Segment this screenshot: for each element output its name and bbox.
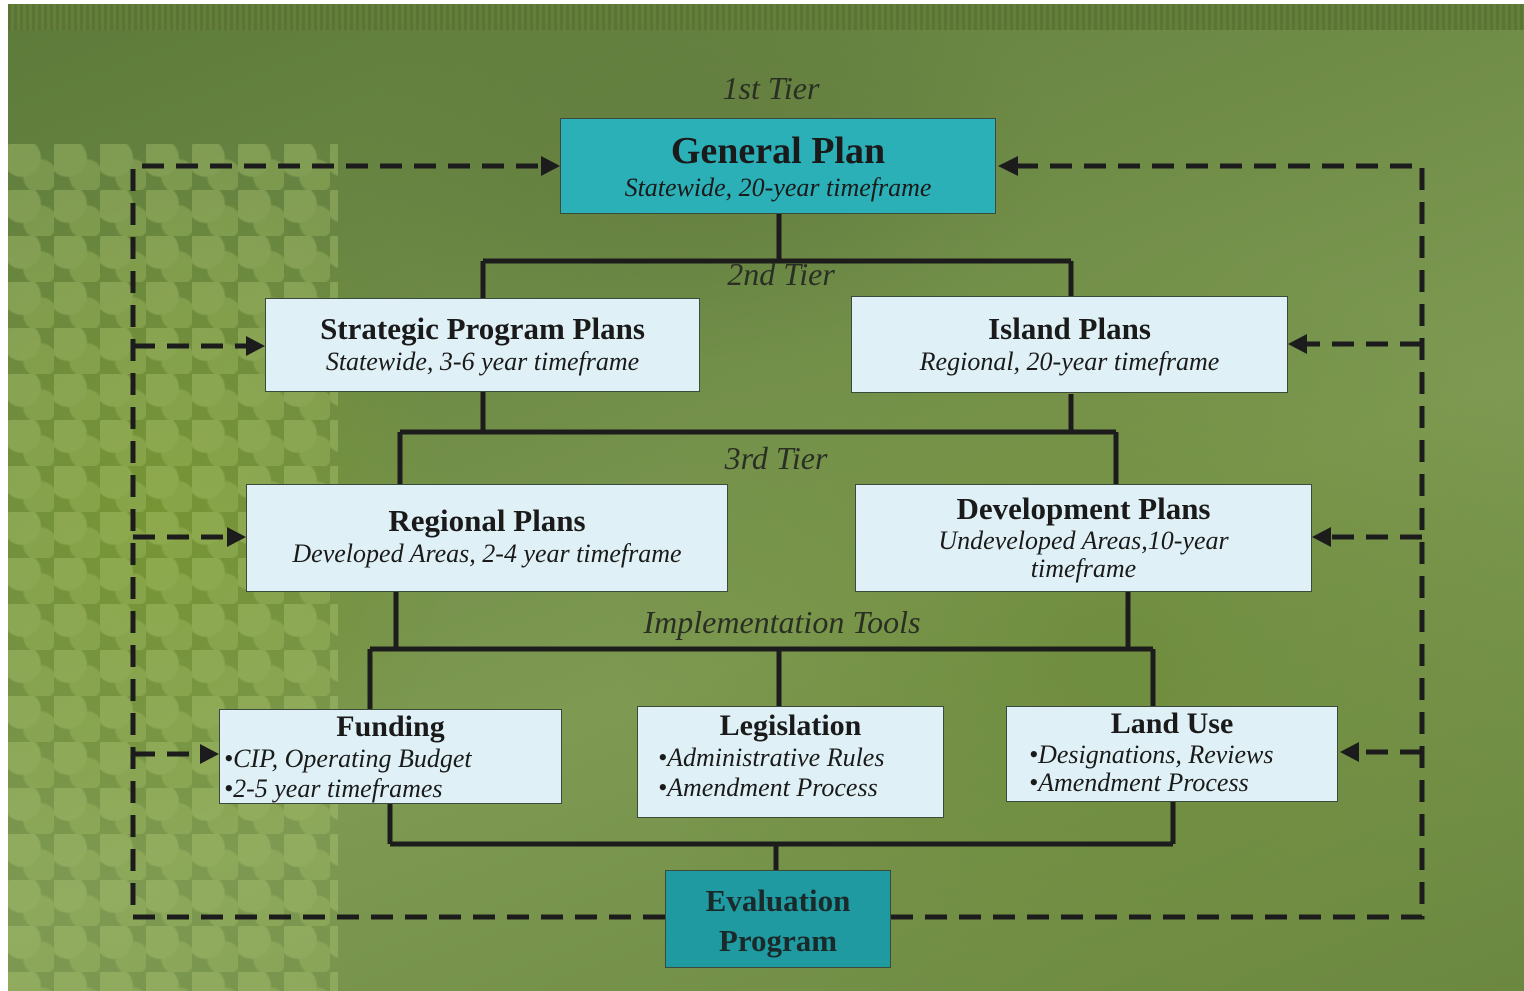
tier-label-tools: Implementation Tools — [643, 604, 921, 640]
funding-bullet-1: •CIP, Operating Budget — [224, 744, 472, 773]
development-plans-title: Development Plans — [956, 491, 1211, 526]
legislation-bullet-1: •Administrative Rules — [658, 743, 885, 772]
regional-plans-title: Regional Plans — [388, 503, 586, 538]
general-plan-subtitle: Statewide, 20-year timeframe — [624, 173, 932, 202]
arrowheads — [200, 156, 1359, 764]
development-plans-subtitle-line2: timeframe — [1030, 554, 1137, 583]
strategic-program-plans-title: Strategic Program Plans — [320, 311, 645, 346]
land-use-bullet-2: •Amendment Process — [1029, 768, 1249, 797]
tier-label-3: 3rd Tier — [724, 440, 828, 476]
evaluation-program-title-line2: Program — [718, 923, 838, 958]
diagram-canvas: 1st Tier 2nd Tier 3rd Tier Implementatio… — [8, 4, 1524, 991]
arrow-general-left — [541, 156, 560, 176]
arrow-regional — [227, 527, 246, 547]
legislation-bullet-2: •Amendment Process — [658, 773, 878, 802]
regional-plans-box: Regional Plans Developed Areas, 2-4 year… — [246, 484, 728, 592]
evaluation-program-box: Evaluation Program — [665, 870, 891, 968]
hierarchy-connectors — [367, 214, 1176, 870]
header-band — [8, 4, 1524, 30]
connector-lines — [130, 156, 1425, 920]
island-plans-subtitle: Regional, 20-year timeframe — [919, 347, 1220, 376]
general-plan-box: General Plan Statewide, 20-year timefram… — [560, 118, 996, 214]
legislation-box: Legislation •Administrative Rules •Amend… — [637, 706, 944, 818]
regional-plans-subtitle: Developed Areas, 2-4 year timeframe — [292, 539, 682, 568]
legislation-title: Legislation — [719, 709, 862, 742]
tier-label-2: 2nd Tier — [727, 256, 835, 292]
funding-title: Funding — [336, 710, 445, 743]
arrow-general-right — [998, 156, 1018, 176]
funding-box: Funding •CIP, Operating Budget •2-5 year… — [219, 709, 562, 804]
feedback-loop — [130, 163, 1425, 920]
tier-label-1: 1st Tier — [722, 70, 820, 106]
strategic-program-plans-box: Strategic Program Plans Statewide, 3-6 y… — [265, 298, 700, 392]
island-plans-title: Island Plans — [988, 311, 1151, 346]
development-plans-subtitle-line1: Undeveloped Areas,10-year — [938, 526, 1229, 555]
funding-bullet-2: •2-5 year timeframes — [224, 774, 443, 803]
general-plan-title: General Plan — [670, 130, 886, 172]
evaluation-program-title-line1: Evaluation — [705, 883, 851, 918]
island-plans-box: Island Plans Regional, 20-year timeframe — [851, 296, 1288, 393]
arrow-landuse — [1340, 742, 1359, 762]
strategic-program-plans-subtitle: Statewide, 3-6 year timeframe — [325, 347, 640, 376]
land-use-title: Land Use — [1110, 707, 1234, 740]
arrow-island — [1288, 334, 1307, 354]
land-use-box: Land Use •Designations, Reviews •Amendme… — [1006, 706, 1338, 802]
arrow-strategic — [246, 336, 265, 356]
development-plans-box: Development Plans Undeveloped Areas,10-y… — [855, 484, 1312, 592]
land-use-bullet-1: •Designations, Reviews — [1029, 740, 1274, 769]
arrow-funding — [200, 744, 219, 764]
arrow-development — [1312, 527, 1331, 547]
